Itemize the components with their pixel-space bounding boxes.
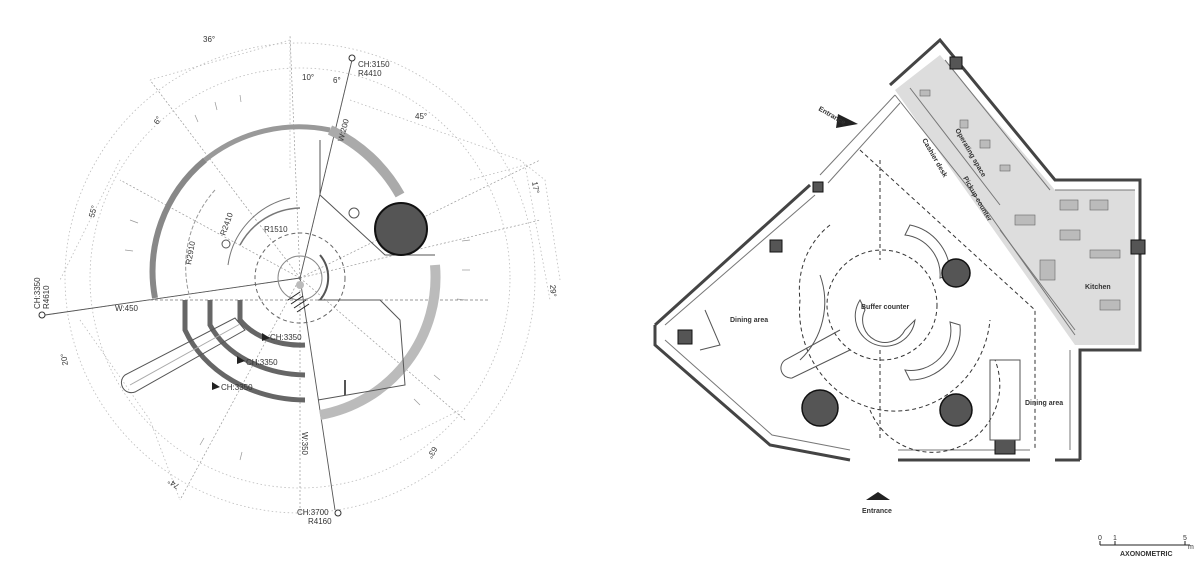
dining-area-label: Dining area (730, 317, 768, 324)
ceiling-height: CH:3350 (221, 383, 253, 392)
radial-diagram: 36° 10° 6° 45° 6° 55° 17° 29° 20° 63° 74… (33, 34, 561, 526)
angle-label: 63° (425, 445, 439, 460)
angle-label: 36° (203, 35, 215, 44)
endpoint-marker (348, 54, 356, 62)
round-table (941, 258, 971, 288)
ceiling-height: CH:3350 (33, 277, 42, 309)
ceiling-height: CH:3150 (358, 60, 390, 69)
entrance-label: Entrance (862, 508, 892, 515)
radius-label: R2910 (184, 240, 197, 265)
angle-label: 74° (166, 476, 181, 490)
round-table (939, 393, 973, 427)
angle-label: 20° (59, 353, 70, 366)
radius-value: R4410 (358, 69, 382, 78)
scale-bar: 0 1 5 m AXONOMETRIC (1098, 535, 1194, 558)
floor-plan: Entrance Entrance Operating space Cashie… (653, 37, 1146, 515)
scale-tick: 0 (1098, 535, 1102, 542)
scale-unit: m (1188, 544, 1194, 551)
angle-label: 10° (302, 73, 314, 82)
ceiling-height: CH:3350 (270, 333, 302, 342)
endpoint-marker (334, 509, 342, 517)
angle-label: 6° (333, 76, 341, 85)
radius-value: R4610 (42, 285, 51, 309)
round-table (801, 389, 839, 427)
angle-label: 45° (415, 112, 427, 121)
radius-label: R2410 (218, 211, 235, 237)
ceiling-height: CH:3350 (246, 358, 278, 367)
angle-label: 6° (152, 115, 164, 126)
radius-value: R4160 (308, 517, 332, 526)
dining-area-label: Dining area (1025, 400, 1063, 407)
angle-label: 55° (87, 204, 99, 218)
width-label: W:350 (300, 432, 309, 456)
ceiling-height: CH:3700 (297, 508, 329, 517)
width-label: W:450 (115, 304, 139, 313)
scale-tick: 5 (1183, 535, 1187, 542)
scale-caption: AXONOMETRIC (1120, 551, 1173, 558)
scale-tick: 1 (1113, 535, 1117, 542)
radius-label: R1510 (264, 225, 288, 234)
buffer-counter-label: Buffer counter (861, 304, 910, 311)
endpoint-marker (38, 311, 46, 319)
kitchen-label: Kitchen (1085, 284, 1111, 291)
angle-label: 17° (530, 181, 541, 194)
round-column (374, 202, 428, 256)
angle-label: 29° (548, 284, 558, 297)
